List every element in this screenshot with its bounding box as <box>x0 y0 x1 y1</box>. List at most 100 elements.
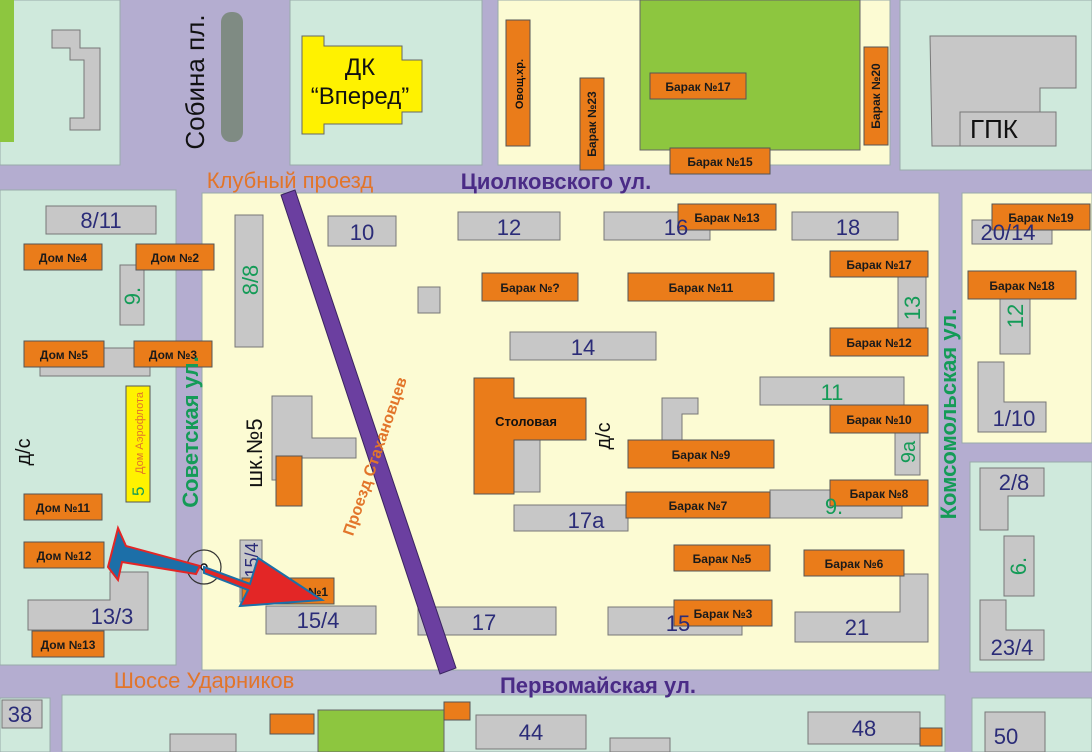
house-15-4: 15/4 <box>297 608 340 633</box>
house-12-right: 12 <box>1003 304 1028 328</box>
svg-text:Барак №?: Барак №? <box>500 281 559 295</box>
dom-aeroflota-number: 5 <box>129 487 148 496</box>
svg-text:Барак №18: Барак №18 <box>989 279 1055 293</box>
barak-9: Барак №9 <box>627 439 775 469</box>
ds-center-label: д/с <box>593 422 615 449</box>
street-pervomayskaya: Первомайская ул. <box>500 673 696 698</box>
building-8-8 <box>234 214 264 348</box>
stolovaya-label: Столовая <box>495 414 557 429</box>
dom-aeroflota-label: Дом Аэрофлота <box>134 391 146 474</box>
barak-unknown: Барак №? <box>481 272 579 302</box>
house-10: 10 <box>350 220 374 245</box>
svg-text:Барак №12: Барак №12 <box>846 336 912 350</box>
block-top-left <box>0 0 121 166</box>
house-9a: 9а <box>898 440 920 463</box>
park-top-left <box>0 0 14 142</box>
house-17: 17 <box>472 610 496 635</box>
house-13: 13 <box>900 296 925 320</box>
svg-text:Дом №13: Дом №13 <box>41 638 96 652</box>
building-17a <box>513 504 629 532</box>
svg-text:Барак №13: Барак №13 <box>694 211 760 225</box>
park-bottom <box>317 709 445 752</box>
house-23-4: 23/4 <box>991 635 1034 660</box>
house-numbers: 8/11 9. 8/8 13/3 15/4 15/4 10 12 16 18 1… <box>8 208 1036 749</box>
building-12 <box>457 211 561 241</box>
building-2-8 <box>979 467 1045 531</box>
svg-text:Барак №9: Барак №9 <box>672 448 731 462</box>
barak-13: Барак №13 <box>677 203 777 231</box>
building-44 <box>475 714 587 750</box>
svg-text:Барак №5: Барак №5 <box>693 552 752 566</box>
house-44: 44 <box>519 720 543 745</box>
dk-label-line2: “Вперед” <box>311 83 410 110</box>
house-16: 16 <box>664 215 688 240</box>
svg-text:Барак №10: Барак №10 <box>846 413 912 427</box>
house-48: 48 <box>852 716 876 741</box>
barak-12: Барак №12 <box>829 327 929 357</box>
house-8-11: 8/11 <box>80 208 121 233</box>
barak-17-top: Барак №17 <box>649 72 747 100</box>
svg-text:Барак №3: Барак №3 <box>694 607 753 621</box>
dom-4: Дом №4 <box>23 243 103 271</box>
house-17a: 17а <box>568 508 605 533</box>
house-15: 15 <box>666 611 690 636</box>
street-sovetskaya: Советская ул. <box>178 356 203 507</box>
house-9: 9. <box>120 287 145 305</box>
barak-6: Барак №6 <box>803 549 905 577</box>
building-9 <box>119 264 145 326</box>
svg-text:Барак №17: Барак №17 <box>665 80 731 94</box>
orange-bottom-2 <box>443 701 471 721</box>
svg-text:Барак №17: Барак №17 <box>846 258 912 272</box>
building-dk-vpered <box>301 35 423 135</box>
dom-12: Дом №12 <box>23 541 105 569</box>
house-11: 11 <box>821 380 844 405</box>
house-12: 12 <box>497 215 521 240</box>
svg-text:Барак №8: Барак №8 <box>850 487 909 501</box>
building-11 <box>759 376 905 406</box>
svg-text:Барак №15: Барак №15 <box>687 155 753 169</box>
barak-20: Барак №20 <box>863 46 889 146</box>
svg-text:Дом №4: Дом №4 <box>39 251 87 265</box>
building-10 <box>327 215 397 247</box>
orange-bottom-3 <box>919 727 943 747</box>
barak-11: Барак №11 <box>627 272 775 302</box>
school-label: шк.№5 <box>242 418 267 487</box>
building-38 <box>1 699 43 729</box>
street-sobina: Собина пл. <box>180 14 210 149</box>
street-klubny: Клубный проезд <box>207 168 374 193</box>
building-small <box>417 286 441 314</box>
house-38: 38 <box>8 702 32 727</box>
building-ovoshch <box>505 19 531 147</box>
svg-text:Барак №6: Барак №6 <box>825 557 884 571</box>
building-canteen <box>473 377 587 495</box>
house-2-8: 2/8 <box>999 470 1030 495</box>
street-tsiolkovsky: Циолковского ул. <box>461 169 651 194</box>
building-bottom-left <box>169 733 237 752</box>
dom-5: Дом №5 <box>23 340 105 368</box>
building-8-11 <box>45 205 157 235</box>
svg-text:Дом №5: Дом №5 <box>40 348 88 362</box>
building-gpk-lower <box>959 111 1057 147</box>
barak-18: Барак №18 <box>967 270 1077 300</box>
stakhanovtsev-road <box>280 189 457 675</box>
sobina-median <box>221 12 243 142</box>
svg-text:Барак №11: Барак №11 <box>669 281 734 295</box>
ds-left-label: д/с <box>13 438 35 465</box>
barak-23: Барак №23 <box>579 77 605 171</box>
dom-aeroflota: Дом Аэрофлота 5 <box>125 385 151 503</box>
barak-7: Барак №7 <box>625 491 771 519</box>
barak-15: Барак №15 <box>669 147 771 175</box>
building-14 <box>509 331 657 361</box>
svg-text:Барак №7: Барак №7 <box>669 499 728 513</box>
house-1-10: 1/10 <box>993 406 1036 431</box>
house-21: 21 <box>845 615 869 640</box>
building-bottom-small <box>609 737 671 752</box>
barak-10: Барак №10 <box>829 404 929 434</box>
svg-text:Барак №19: Барак №19 <box>1008 211 1074 225</box>
ovoshch-label: Овощ.хр. <box>514 59 526 109</box>
house-20-14: 20/14 <box>980 220 1035 245</box>
dom-13: Дом №13 <box>31 630 105 658</box>
street-udarnikov: Шоссе Ударников <box>114 668 295 693</box>
dom-2: Дом №2 <box>135 243 215 271</box>
orange-buildings <box>269 19 943 747</box>
